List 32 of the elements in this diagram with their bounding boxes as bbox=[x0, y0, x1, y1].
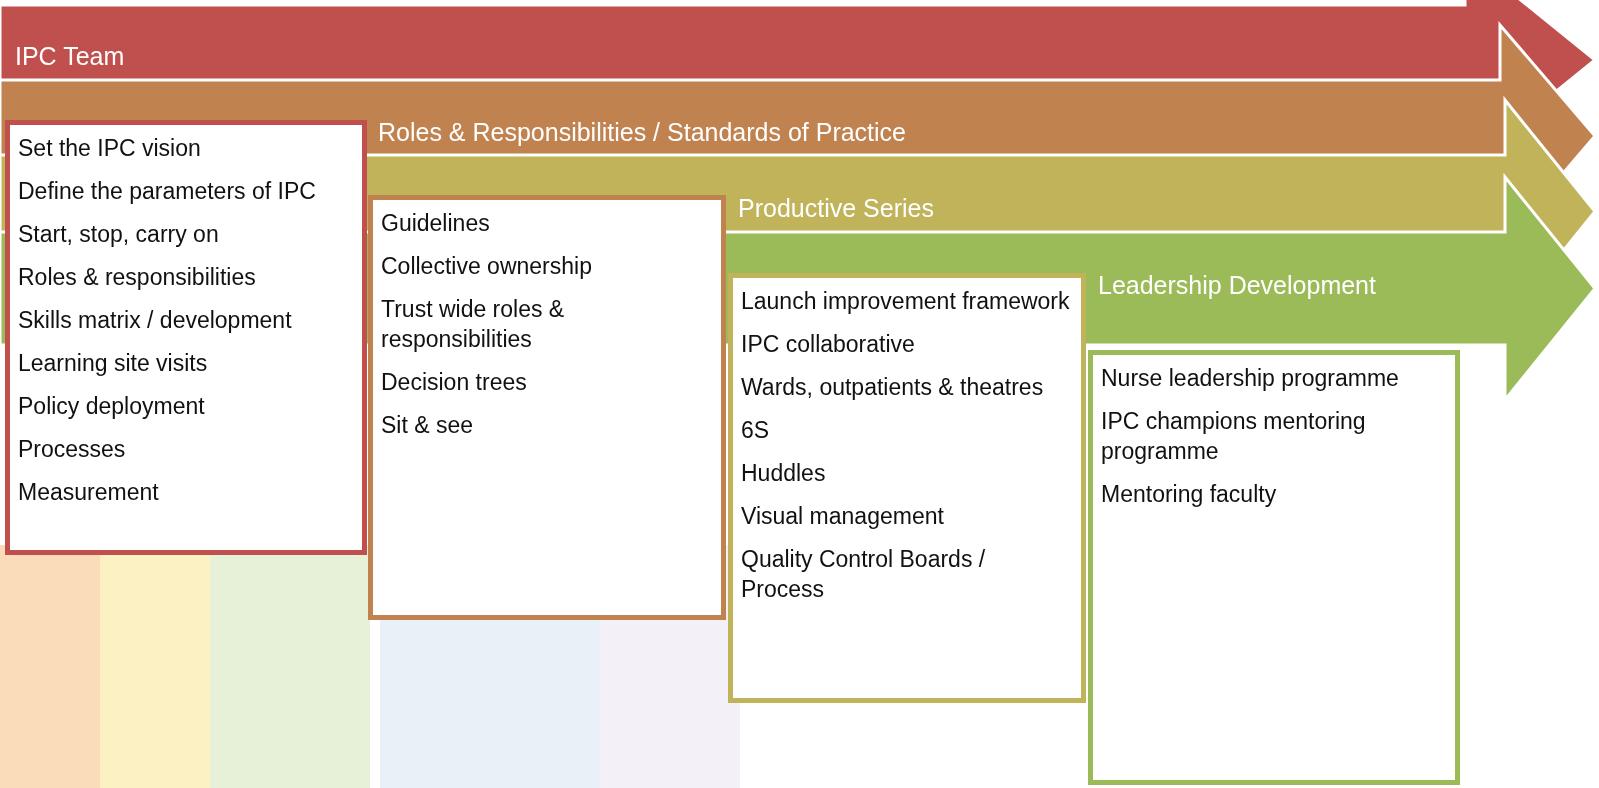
list-item: Huddles bbox=[741, 459, 827, 488]
list-item: Trust wide roles & responsibilities bbox=[381, 295, 566, 354]
list-item: Guidelines bbox=[381, 209, 491, 238]
list-item: Start, stop, carry on bbox=[18, 220, 220, 249]
list-item: Collective ownership bbox=[381, 252, 593, 281]
list-item: Processes bbox=[18, 435, 127, 464]
list-panel bbox=[368, 195, 726, 620]
list-item: Measurement bbox=[18, 478, 160, 507]
list-item: IPC collaborative bbox=[741, 330, 916, 359]
list-item: Learning site visits bbox=[18, 349, 209, 378]
list-item: Visual management bbox=[741, 502, 945, 531]
list-item: Policy deployment bbox=[18, 392, 206, 421]
list-panel bbox=[1088, 350, 1460, 785]
list-item: Nurse leadership programme bbox=[1101, 364, 1400, 393]
list-item: Wards, outpatients & theatres bbox=[741, 373, 1045, 402]
list-item: IPC champions mentoring programme bbox=[1101, 407, 1367, 466]
list-panel bbox=[5, 120, 367, 555]
list-item: Set the IPC vision bbox=[18, 134, 202, 163]
list-item: Launch improvement framework bbox=[741, 287, 1071, 316]
list-item: Skills matrix / development bbox=[18, 306, 293, 335]
list-item: Roles & responsibilities bbox=[18, 263, 257, 292]
list-item: Decision trees bbox=[381, 368, 528, 397]
band-heading: Productive Series bbox=[738, 193, 934, 223]
list-item: Quality Control Boards / Process bbox=[741, 545, 987, 604]
band-heading: Roles & Responsibilities / Standards of Practice bbox=[378, 118, 907, 147]
list-item: 6S bbox=[741, 416, 771, 445]
band-heading: IPC Team bbox=[15, 42, 125, 71]
band-heading: Leadership Development bbox=[1098, 270, 1376, 300]
list-item: Sit & see bbox=[381, 411, 475, 440]
list-item: Define the parameters of IPC bbox=[18, 177, 317, 206]
list-item: Mentoring faculty bbox=[1101, 480, 1278, 509]
list-panel bbox=[728, 273, 1086, 703]
